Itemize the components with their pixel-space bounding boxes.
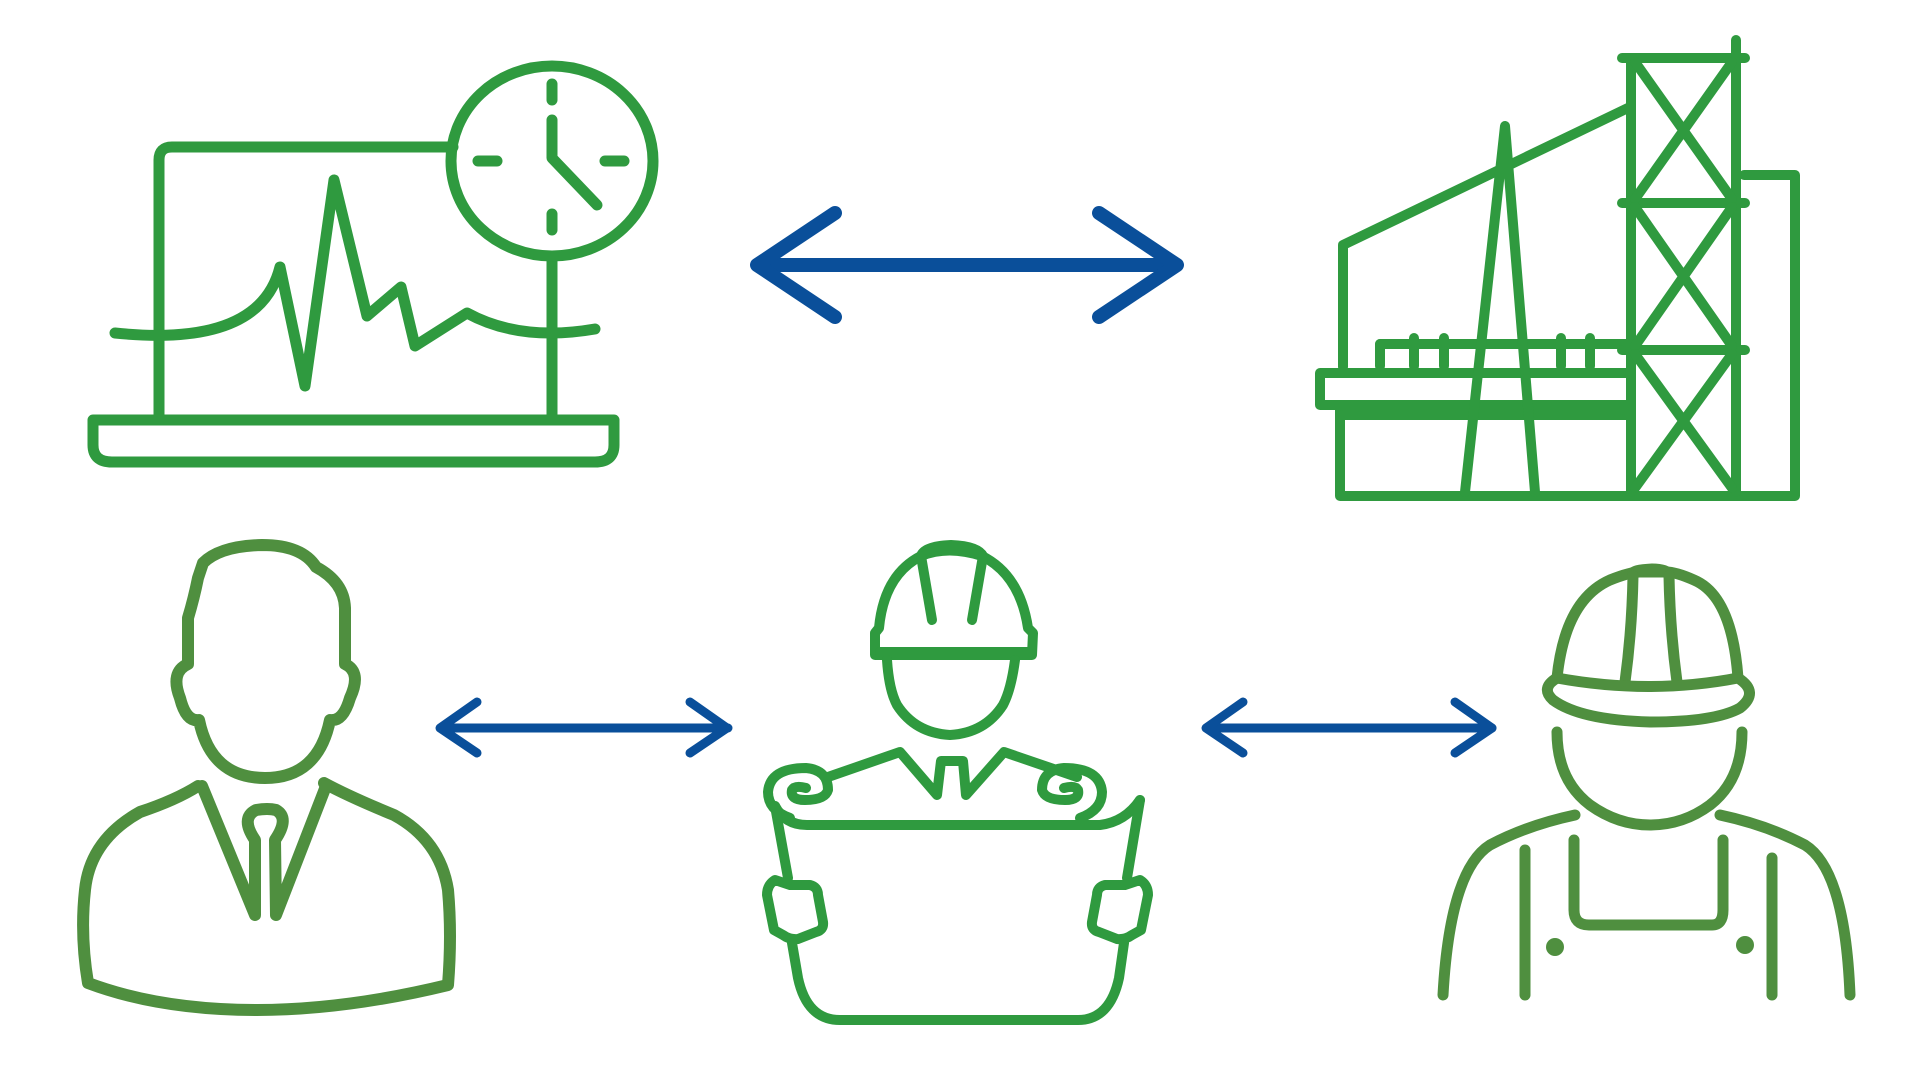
bidirectional-arrow-manager-engineer bbox=[435, 697, 733, 758]
overall-button-left bbox=[1546, 938, 1564, 956]
overall-buttons bbox=[1546, 936, 1754, 956]
businessman-icon bbox=[77, 539, 456, 1016]
overall-button-right bbox=[1736, 936, 1754, 954]
construction-worker-icon bbox=[1437, 563, 1856, 1001]
bidirectional-arrow-monitoring-plant bbox=[750, 206, 1184, 324]
industrial-plant-icon bbox=[1315, 35, 1800, 501]
engineer-with-blueprint-icon bbox=[762, 540, 1153, 1025]
bidirectional-arrow-engineer-worker bbox=[1201, 697, 1497, 758]
laptop-clock-signal-icon bbox=[87, 60, 659, 468]
